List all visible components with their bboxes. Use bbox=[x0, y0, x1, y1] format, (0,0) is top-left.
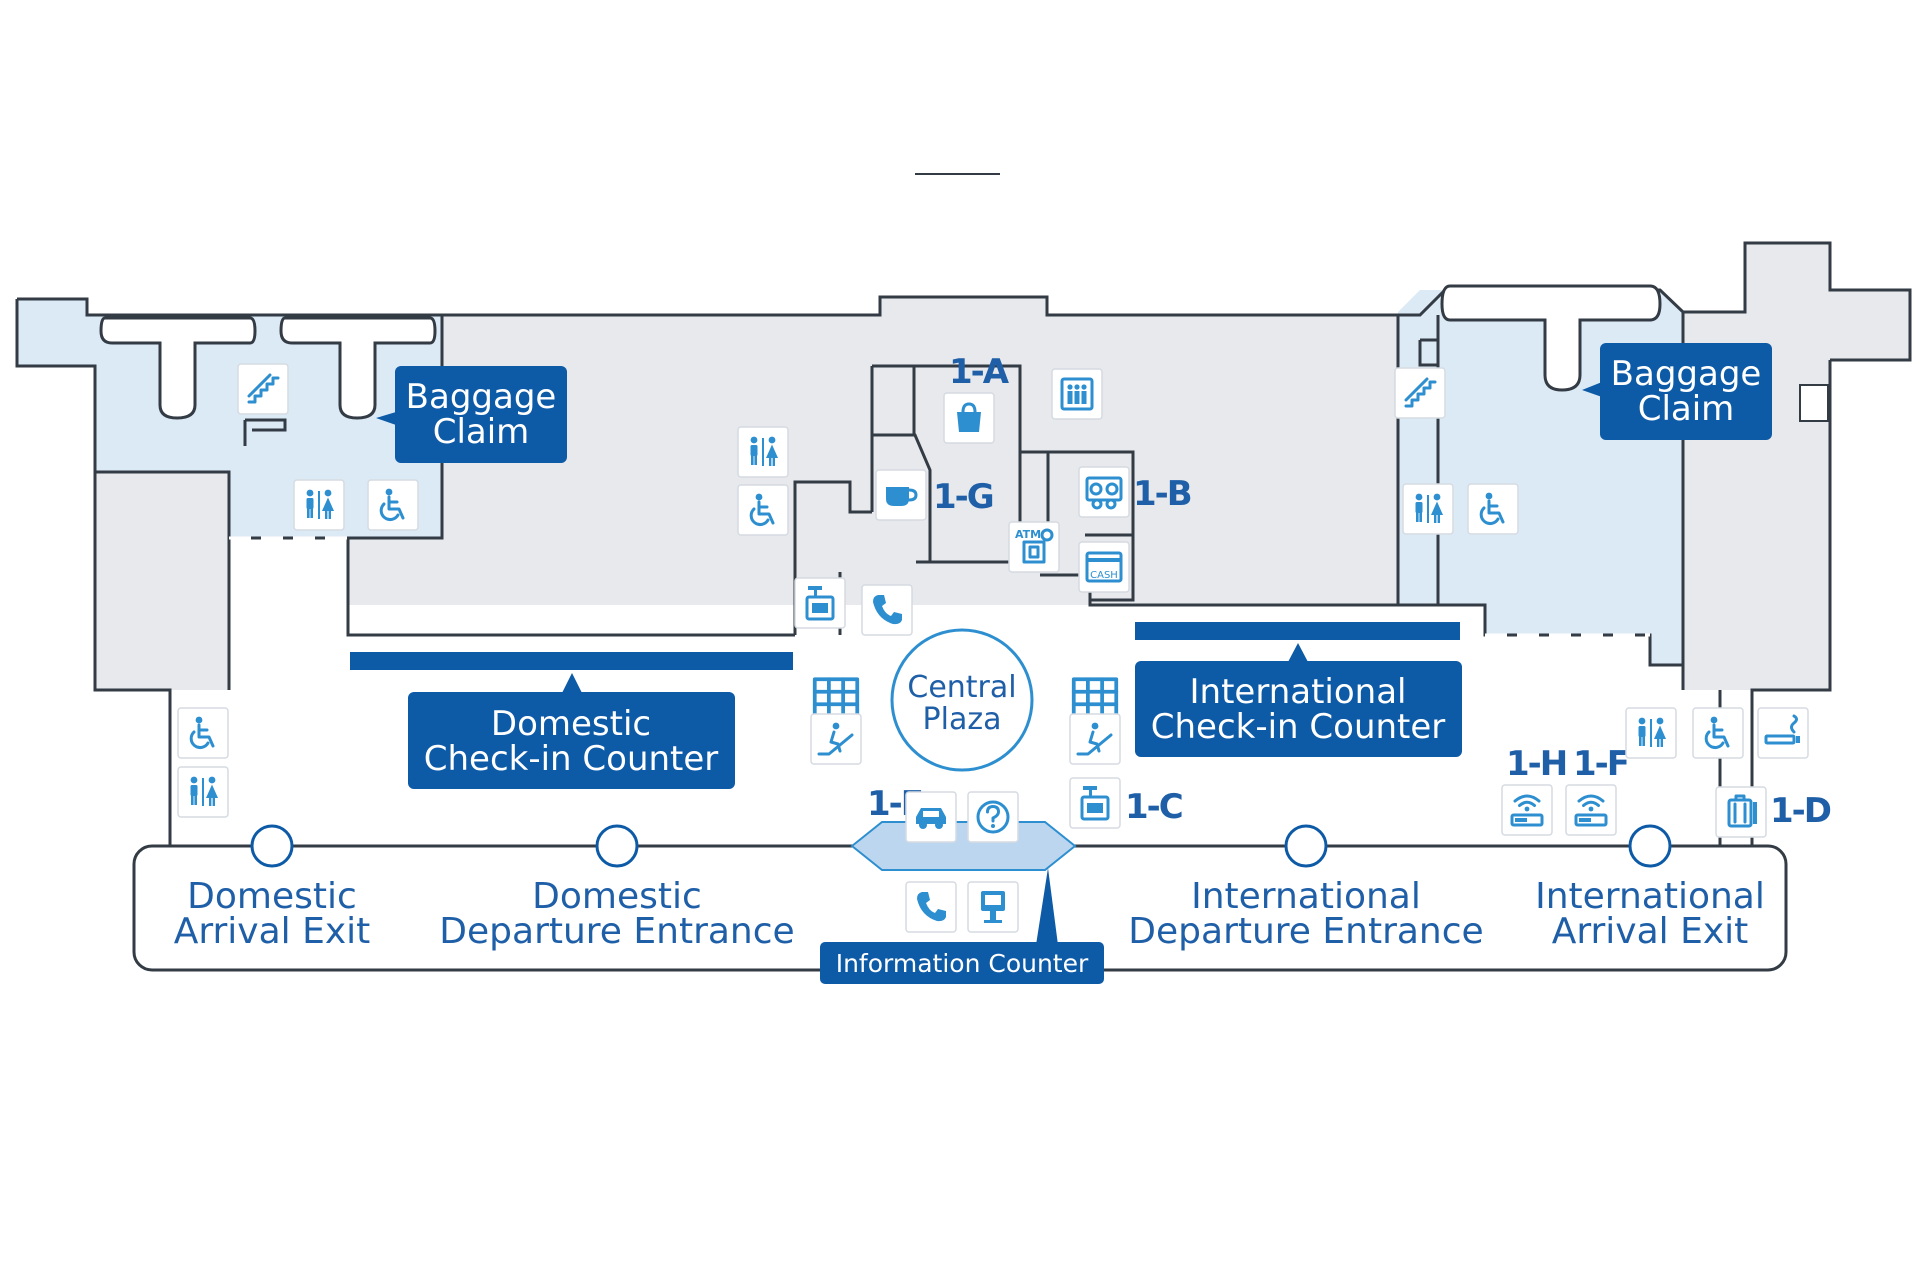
domestic-departure-entrance-label: Domestic bbox=[532, 876, 702, 917]
restroom-icon[interactable] bbox=[1625, 707, 1677, 759]
wheelchair-icon[interactable] bbox=[177, 707, 229, 759]
central-plaza[interactable]: Central Plaza bbox=[890, 628, 1034, 772]
baggage-claim-callout-left: Baggage Claim bbox=[376, 366, 567, 463]
international-arrival-exit-label: International bbox=[1535, 876, 1765, 917]
location-code-1d: 1-D bbox=[1770, 791, 1831, 831]
elevator-icon[interactable] bbox=[1051, 368, 1103, 420]
domestic-departure-entrance-label: Departure Entrance bbox=[439, 911, 794, 952]
phone-icon[interactable] bbox=[861, 584, 913, 636]
location-code-1a: 1-A bbox=[949, 352, 1010, 392]
svg-text:CASH: CASH bbox=[1090, 570, 1118, 581]
escalator-icon[interactable] bbox=[237, 363, 289, 415]
currency-exchange-icon[interactable] bbox=[1078, 466, 1130, 518]
svg-text:Claim: Claim bbox=[433, 412, 530, 452]
svg-text:Claim: Claim bbox=[1638, 389, 1735, 429]
international-checkin-counter bbox=[1135, 622, 1460, 640]
shopping-bag-icon[interactable] bbox=[943, 392, 995, 444]
international-arrival-exit-marker[interactable] bbox=[1628, 824, 1672, 868]
baggage-carousel bbox=[99, 316, 257, 420]
public-phone-icon[interactable] bbox=[905, 881, 957, 933]
locker-icon[interactable] bbox=[812, 677, 860, 719]
help-icon[interactable] bbox=[967, 791, 1019, 843]
svg-text:International: International bbox=[1190, 672, 1407, 712]
svg-text:Baggage: Baggage bbox=[406, 377, 557, 417]
cafe-icon[interactable] bbox=[875, 469, 927, 521]
wheelchair-icon[interactable] bbox=[367, 479, 419, 531]
domestic-checkin-counter bbox=[350, 652, 793, 670]
international-checkin-callout: International Check-in Counter bbox=[1135, 643, 1462, 757]
international-arrival-exit-label: Arrival Exit bbox=[1552, 911, 1749, 952]
location-code-1b: 1-B bbox=[1133, 474, 1191, 514]
location-code-1g: 1-G bbox=[933, 477, 993, 517]
wheelchair-icon[interactable] bbox=[737, 484, 789, 536]
terminal-building bbox=[15, 241, 1912, 846]
cash-machine-icon[interactable]: CASH bbox=[1078, 541, 1130, 593]
wifi-icon[interactable] bbox=[1565, 784, 1617, 836]
domestic-arrival-exit-label: Arrival Exit bbox=[174, 911, 371, 952]
domestic-checkin-callout: Domestic Check-in Counter bbox=[408, 673, 735, 789]
svg-text:Baggage: Baggage bbox=[1611, 354, 1762, 394]
atm-icon[interactable]: ATM bbox=[1008, 521, 1060, 573]
svg-text:Check-in Counter: Check-in Counter bbox=[1151, 707, 1446, 747]
domestic-arrival-exit-label: Domestic bbox=[187, 876, 357, 917]
baggage-carousel bbox=[279, 316, 437, 420]
svg-text:Check-in Counter: Check-in Counter bbox=[424, 739, 719, 779]
international-departure-entrance-label: Departure Entrance bbox=[1128, 911, 1483, 952]
information-counter-callout: Information Counter bbox=[820, 868, 1104, 984]
wheelchair-icon[interactable] bbox=[1467, 483, 1519, 535]
svg-text:Domestic: Domestic bbox=[491, 704, 651, 744]
wifi-icon[interactable] bbox=[1501, 784, 1553, 836]
restroom-icon[interactable] bbox=[737, 426, 789, 478]
svg-text:Plaza: Plaza bbox=[923, 702, 1002, 737]
restroom-icon[interactable] bbox=[293, 479, 345, 531]
luggage-cart-icon[interactable] bbox=[1715, 786, 1767, 838]
domestic-departure-entrance-marker[interactable] bbox=[595, 824, 639, 868]
international-departure-entrance-label: International bbox=[1191, 876, 1421, 917]
wheelchair-icon[interactable] bbox=[1692, 707, 1744, 759]
moving-walkway-icon[interactable] bbox=[810, 713, 862, 765]
location-code-1h: 1-H bbox=[1506, 744, 1566, 784]
escalator-icon[interactable] bbox=[1394, 367, 1446, 419]
location-code-1f: 1-F bbox=[1573, 744, 1628, 784]
svg-text:Information Counter: Information Counter bbox=[836, 949, 1089, 978]
international-departure-entrance-marker[interactable] bbox=[1284, 824, 1328, 868]
locker-icon[interactable] bbox=[1071, 677, 1119, 719]
svg-text:Central: Central bbox=[907, 670, 1016, 705]
svg-text:ATM: ATM bbox=[1015, 528, 1041, 541]
baggage-storage-icon[interactable] bbox=[1069, 777, 1121, 829]
restroom-icon[interactable] bbox=[1402, 483, 1454, 535]
car-rental-icon[interactable] bbox=[905, 791, 957, 843]
information-counter-area bbox=[850, 821, 1077, 871]
domestic-arrival-exit-marker[interactable] bbox=[250, 824, 294, 868]
baggage-carousel bbox=[1440, 284, 1662, 392]
moving-walkway-icon[interactable] bbox=[1069, 713, 1121, 765]
restroom-icon[interactable] bbox=[177, 766, 229, 818]
smoking-icon[interactable] bbox=[1757, 707, 1809, 759]
kiosk-icon[interactable] bbox=[967, 881, 1019, 933]
baggage-claim-callout-right: Baggage Claim bbox=[1582, 343, 1772, 440]
baggage-storage-icon[interactable] bbox=[794, 577, 846, 629]
location-code-1c: 1-C bbox=[1125, 787, 1182, 827]
